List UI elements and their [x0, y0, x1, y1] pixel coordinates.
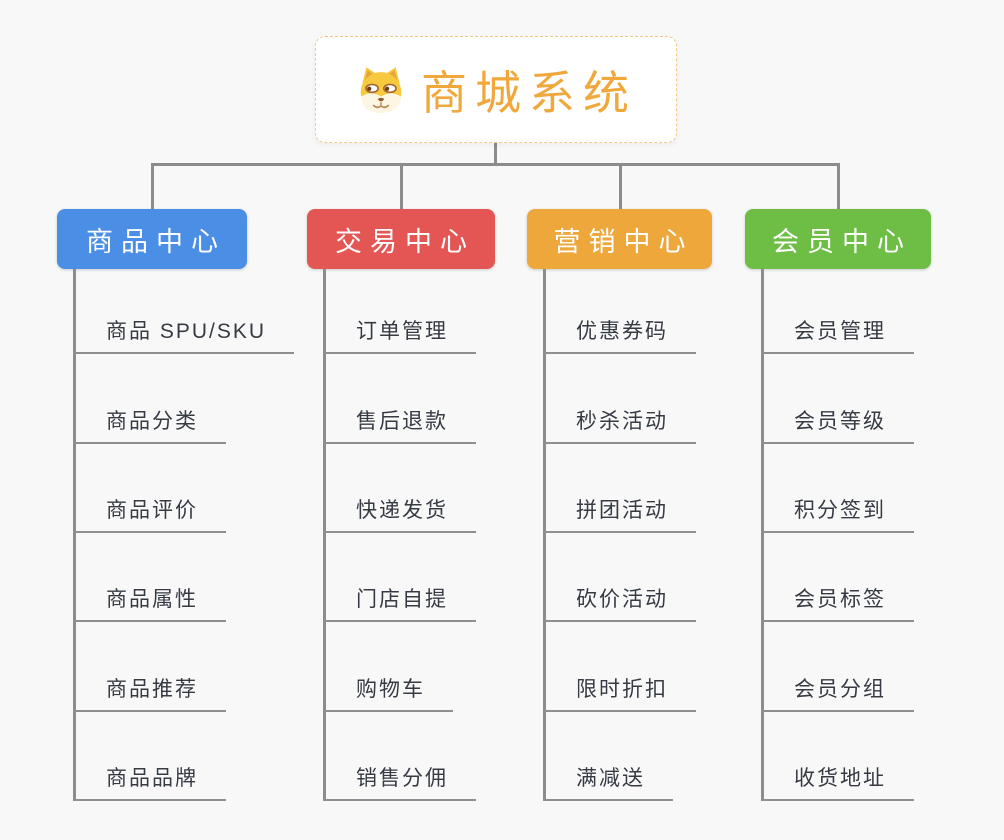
leaf-node[interactable]: 商品分类 — [73, 407, 226, 444]
branch-column-trade: 交易中心 订单管理 售后退款 快递发货 门店自提 购物车 销售分佣 — [307, 209, 547, 809]
branch-node-marketing[interactable]: 营销中心 — [527, 209, 712, 269]
leaf-node[interactable]: 售后退款 — [323, 407, 476, 444]
root-title: 商城系统 — [421, 66, 637, 119]
branch-drop-line — [836, 163, 840, 209]
leaf-node[interactable]: 会员管理 — [761, 317, 914, 354]
leaf-node[interactable]: 商品评价 — [73, 496, 226, 533]
leaf-node[interactable]: 积分签到 — [761, 496, 914, 533]
leaf-node[interactable]: 销售分佣 — [323, 764, 476, 801]
branch-drop-line — [619, 163, 622, 209]
root-node[interactable]: 商城系统 — [315, 36, 677, 143]
dog-face-icon — [355, 65, 407, 115]
branch-column-marketing: 营销中心 优惠券码 秒杀活动 拼团活动 砍价活动 限时折扣 满减送 — [527, 209, 767, 809]
leaf-node[interactable]: 会员等级 — [761, 407, 914, 444]
leaf-node[interactable]: 商品品牌 — [73, 764, 226, 801]
branch-column-member: 会员中心 会员管理 会员等级 积分签到 会员标签 会员分组 收货地址 — [745, 209, 985, 809]
branch-drop-line — [399, 163, 403, 209]
leaf-node[interactable]: 购物车 — [323, 675, 453, 712]
branch-node-trade[interactable]: 交易中心 — [307, 209, 495, 269]
branch-trunk-line — [543, 269, 546, 799]
leaf-node[interactable]: 门店自提 — [323, 585, 476, 622]
branch-trunk-line — [761, 269, 764, 799]
branch-trunk-line — [323, 269, 326, 799]
leaf-node[interactable]: 订单管理 — [323, 317, 476, 354]
leaf-node[interactable]: 快递发货 — [323, 496, 476, 533]
leaf-node[interactable]: 会员分组 — [761, 675, 914, 712]
leaf-node[interactable]: 会员标签 — [761, 585, 914, 622]
root-connector-line — [493, 141, 497, 163]
leaf-node[interactable]: 满减送 — [543, 764, 673, 801]
branch-node-product[interactable]: 商品中心 — [57, 209, 247, 269]
leaf-node[interactable]: 秒杀活动 — [543, 407, 696, 444]
branch-connector-bar — [150, 163, 840, 166]
leaf-node[interactable]: 优惠券码 — [543, 317, 696, 354]
leaf-node[interactable]: 商品属性 — [73, 585, 226, 622]
branch-drop-line — [150, 163, 154, 209]
leaf-node[interactable]: 商品推荐 — [73, 675, 226, 712]
leaf-node[interactable]: 拼团活动 — [543, 496, 696, 533]
branch-column-product: 商品中心 商品 SPU/SKU 商品分类 商品评价 商品属性 商品推荐 商品品牌 — [57, 209, 317, 809]
branch-trunk-line — [73, 269, 76, 799]
branch-node-member[interactable]: 会员中心 — [745, 209, 931, 269]
leaf-node[interactable]: 商品 SPU/SKU — [73, 317, 295, 354]
leaf-node[interactable]: 收货地址 — [761, 764, 914, 801]
leaf-node[interactable]: 砍价活动 — [543, 585, 696, 622]
leaf-node[interactable]: 限时折扣 — [543, 675, 696, 712]
